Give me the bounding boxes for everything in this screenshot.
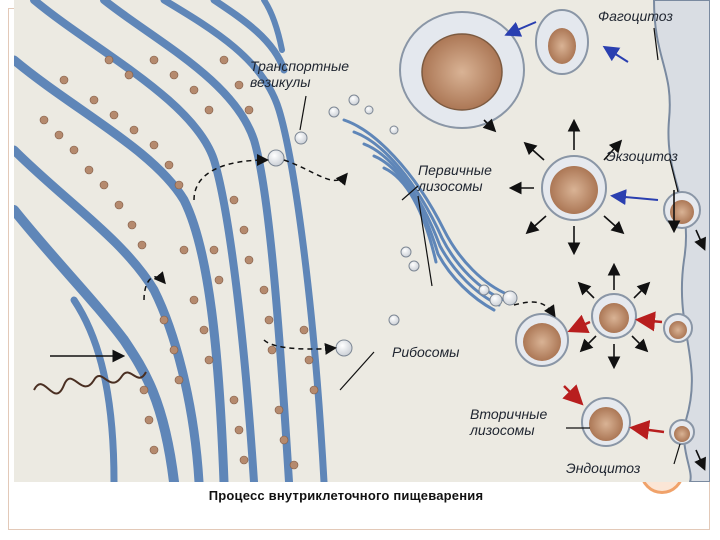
lysosome-mid (591, 293, 637, 339)
label-ribosomes: Рибосомы (392, 344, 460, 360)
ribosome-dots (39, 55, 319, 470)
label-endocytosis: Эндоцитоз (566, 460, 641, 476)
figure-caption: Процесс внутриклеточного пищеварения (208, 488, 484, 503)
bacterium-squiggle (33, 371, 147, 395)
lysosome-left (515, 313, 569, 367)
label-primary-lysosomes: Первичные лизосомы (418, 162, 492, 194)
lysosome-exocytosis (541, 155, 607, 221)
cell-diagram: Фагоцитоз Транспортные везикулы Экзоцито… (14, 0, 710, 482)
endoplasmic-reticulum (14, 0, 328, 482)
label-phagocytosis: Фагоцитоз (598, 8, 673, 24)
golgi-apparatus (342, 118, 511, 312)
black-arrows (482, 118, 706, 471)
label-exocytosis: Экзоцитоз (606, 148, 678, 164)
phagocytosis-cup (535, 9, 589, 75)
label-transport-vesicles: Транспортные везикулы (250, 58, 350, 90)
lysosome-membrane-right (663, 191, 701, 445)
phagosome (399, 11, 525, 129)
label-secondary-lysosomes: Вторичные лизосомы (470, 406, 548, 438)
blue-arrows (504, 21, 659, 206)
transport-vesicles (267, 94, 518, 357)
red-arrows (562, 311, 665, 440)
lysosome-bottom (581, 397, 631, 447)
cell-diagram-svg (14, 0, 710, 482)
leader-lines (299, 27, 681, 465)
plasma-membrane (652, 0, 710, 482)
dashed-arrows (143, 154, 556, 355)
